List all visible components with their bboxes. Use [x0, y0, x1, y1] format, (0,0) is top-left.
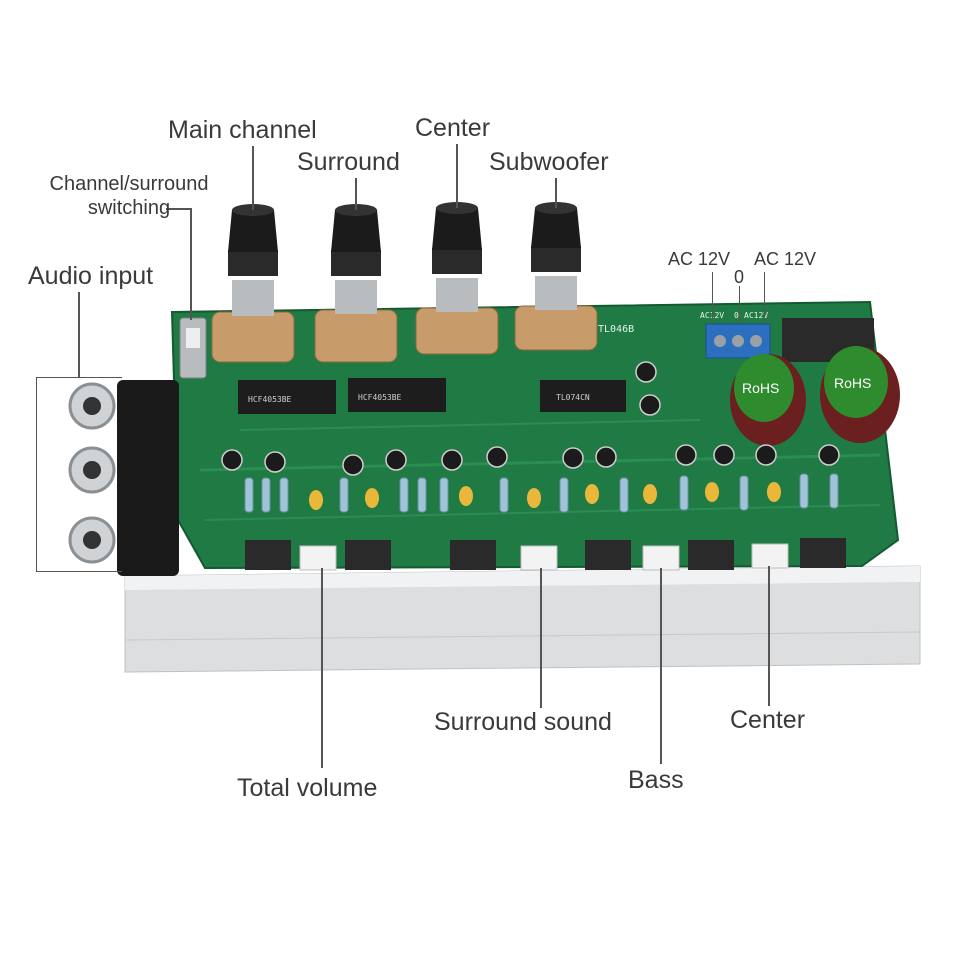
resistor-row — [244, 473, 839, 513]
leader-bass — [660, 568, 662, 764]
leader-total-volume — [321, 568, 323, 768]
leader-zero — [739, 286, 740, 324]
label-ac12v-right: AC 12V — [754, 249, 817, 269]
board-model-silkscreen: TL046B — [598, 324, 634, 335]
audio-input-frame-bottom — [36, 571, 122, 572]
speaker-connectors — [299, 543, 789, 571]
heatsink — [124, 565, 921, 673]
leader-ac-left — [712, 272, 713, 324]
rca-jack-middle — [68, 446, 116, 494]
pot-subwoofer — [514, 202, 598, 351]
leader-surround-sound — [540, 568, 542, 708]
leader-switch-h — [166, 208, 192, 210]
ceramic-capacitors — [309, 482, 781, 510]
leader-main-channel — [252, 146, 254, 210]
ic-label-1: HCF4053BE — [248, 395, 292, 404]
audio-input-frame-left — [36, 377, 37, 571]
label-channel-switch: Channel/surround switching — [36, 172, 222, 220]
leader-ac-right — [764, 272, 765, 324]
slide-switch — [179, 317, 207, 379]
cap-mark-left: RoHS — [742, 380, 779, 396]
ic-label-2: HCF4053BE — [358, 393, 402, 402]
leader-subwoofer — [555, 178, 557, 208]
label-channel-switch-line2: switching — [87, 197, 171, 219]
power-terminal-block: AC12V 0 AC12V — [700, 311, 771, 359]
label-surround-sound: Surround sound — [434, 708, 612, 736]
audio-input-frame-top — [36, 377, 122, 378]
rca-jack-block — [68, 380, 179, 576]
label-main-channel: Main channel — [168, 116, 317, 144]
filter-capacitors: RoHS RoHS — [730, 346, 900, 446]
pot-surround — [314, 204, 398, 363]
label-channel-switch-line1: Channel/surround — [49, 173, 209, 195]
leader-switch-v — [190, 208, 192, 320]
label-subwoofer: Subwoofer — [489, 148, 609, 176]
terminal-silk-mid: 0 — [734, 311, 739, 320]
label-center-bottom: Center — [730, 706, 806, 734]
small-capacitors — [221, 361, 840, 476]
power-transistors — [245, 538, 846, 570]
terminal-silk-right: AC12V — [744, 311, 768, 320]
ic-label-3: TL074CN — [556, 393, 590, 402]
label-total-volume: Total volume — [237, 774, 378, 802]
leader-center-bottom — [768, 566, 770, 706]
leader-audio-input — [78, 292, 80, 378]
rca-jack-top — [68, 382, 116, 430]
pot-main-channel — [211, 204, 295, 363]
ic-chips: HCF4053BE HCF4053BE TL074CN — [238, 378, 626, 414]
rca-jack-bottom — [68, 516, 116, 564]
label-bass: Bass — [628, 766, 684, 794]
cap-mark-right: RoHS — [834, 375, 871, 391]
label-center-top: Center — [415, 114, 491, 142]
label-surround: Surround — [297, 148, 400, 176]
potentiometers — [211, 202, 598, 363]
leader-center-top — [456, 144, 458, 208]
label-ac12v-left: AC 12V — [668, 249, 731, 269]
pot-center — [415, 202, 499, 355]
leader-surround — [355, 178, 357, 210]
label-zero: 0 — [734, 267, 745, 287]
label-audio-input: Audio input — [28, 262, 154, 290]
